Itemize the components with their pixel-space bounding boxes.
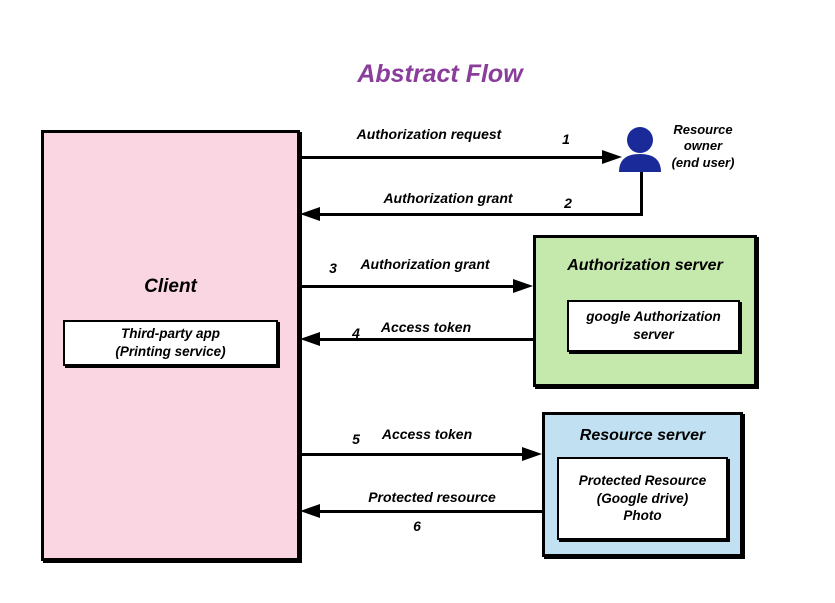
arrow-3-number: 3 [329,260,337,276]
authorization-server-label: Authorization server [567,257,723,274]
arrow-1-number: 1 [562,131,570,147]
arrow-2-label: Authorization grant [383,190,513,206]
arrow-2-line [318,213,643,216]
arrow-4-number: 4 [352,325,360,341]
arrow-4-label: Access token [380,319,472,335]
authorization-server-box: Authorization server google Authorizatio… [533,235,757,387]
client-inner-box: Third-party app (Printing service) [63,320,278,366]
arrow-6-label: Protected resource [368,489,496,505]
diagram-title: Abstract Flow [357,60,523,88]
person-icon [618,126,662,174]
arrow-6-head-icon [300,504,320,518]
arrow-5-line [300,453,524,456]
arrow-1-line [300,156,604,159]
resource-server-inner-box: Protected Resource (Google drive) Photo [557,457,728,540]
arrow-2-number: 2 [564,195,572,211]
arrow-2-head-icon [300,207,320,221]
arrow-3-line [300,285,515,288]
arrow-5-label: Access token [381,426,473,442]
arrow-5-number: 5 [352,431,360,447]
arrow-3-label: Authorization grant [360,256,490,272]
resource-owner-label: Resource owner (end user) [671,122,735,170]
authorization-server-inner-box: google Authorization server [567,300,740,352]
arrow-4-line [318,338,534,341]
arrow-5-head-icon [522,447,542,461]
arrow-6-line [318,510,543,513]
arrow-1-label: Authorization request [356,126,502,142]
resource-owner-connector-line [640,172,643,216]
client-box: Client Third-party app (Printing service… [41,130,300,561]
resource-server-label: Resource server [579,427,706,444]
resource-server-box: Resource server Protected Resource (Goog… [542,412,743,557]
arrow-1-head-icon [602,150,622,164]
client-label: Client [144,276,197,297]
arrow-6-number: 6 [413,518,421,534]
arrow-4-head-icon [300,332,320,346]
arrow-3-head-icon [513,279,533,293]
